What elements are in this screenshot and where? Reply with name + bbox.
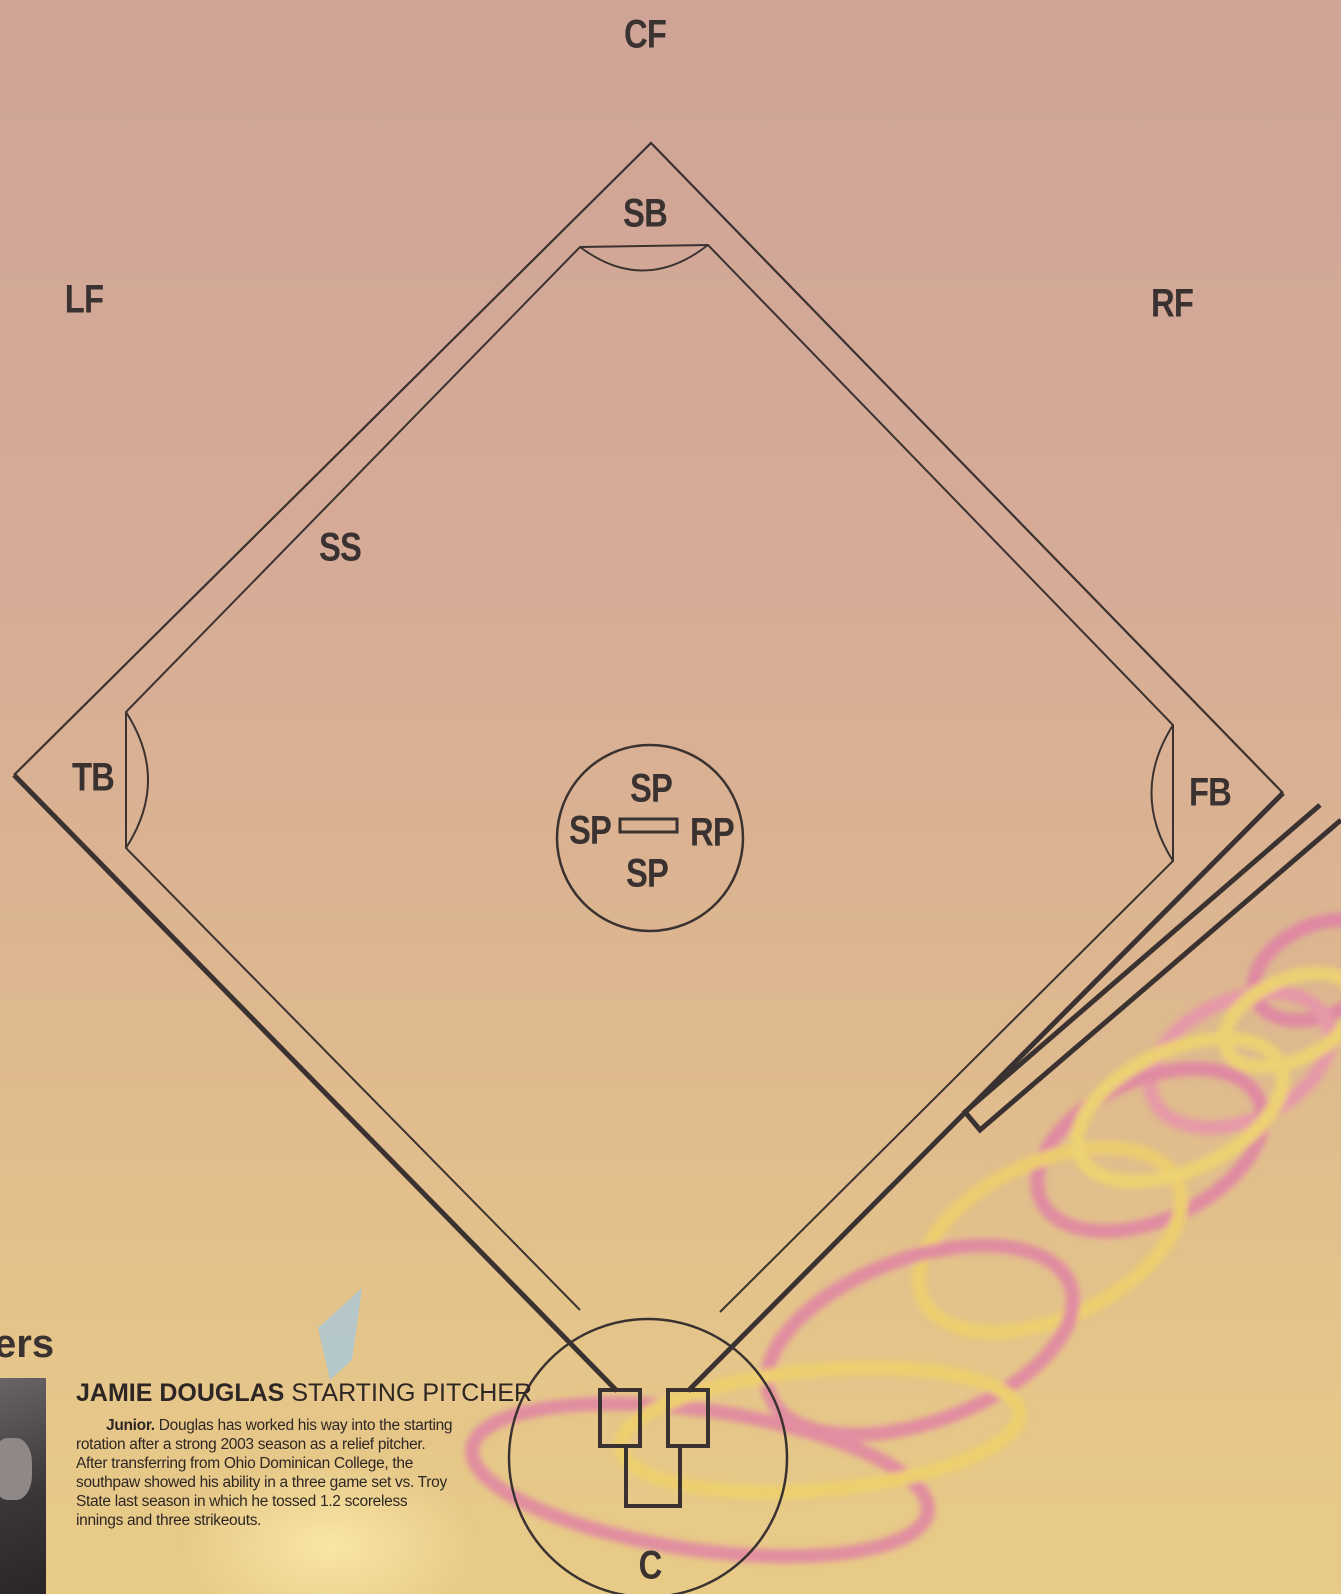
profile-title: JAMIE DOUGLAS STARTING PITCHER <box>76 1378 456 1408</box>
starting-pitcher-label-bottom: SP <box>626 852 668 897</box>
third-base-label: TB <box>72 756 114 801</box>
second-base-arc <box>580 245 708 271</box>
pitchers-rubber <box>620 819 677 832</box>
starting-pitcher-label-top: SP <box>630 767 672 812</box>
player-face <box>0 1438 32 1500</box>
player-class-year: Junior. <box>76 1417 155 1434</box>
first-base-label: FB <box>1189 771 1231 816</box>
starting-pitcher-label-left: SP <box>569 809 611 854</box>
third-base-foul-line <box>14 775 617 1391</box>
outer-diamond-upper <box>14 143 1283 793</box>
catcher-label: C <box>639 1544 662 1589</box>
first-base-arc <box>1152 725 1174 861</box>
profile-body: Junior. Douglas has worked his way into … <box>76 1416 456 1530</box>
second-base-label: SB <box>623 192 667 237</box>
relief-pitcher-label: RP <box>690 811 734 856</box>
player-role: STARTING PITCHER <box>291 1379 532 1407</box>
player-photo <box>0 1378 46 1594</box>
shortstop-label: SS <box>319 526 361 571</box>
decorative-swirls <box>462 900 1341 1582</box>
field-lines <box>14 143 1341 1594</box>
third-base-arc <box>126 712 148 848</box>
decorative-feather <box>318 1288 362 1380</box>
center-field-label: CF <box>624 13 666 58</box>
right-field-label: RF <box>1151 282 1193 327</box>
section-heading-fragment: ers <box>0 1322 54 1367</box>
player-name: JAMIE DOUGLAS <box>76 1379 284 1407</box>
player-profile: JAMIE DOUGLAS STARTING PITCHER Junior. D… <box>76 1378 456 1530</box>
left-field-label: LF <box>65 278 103 323</box>
